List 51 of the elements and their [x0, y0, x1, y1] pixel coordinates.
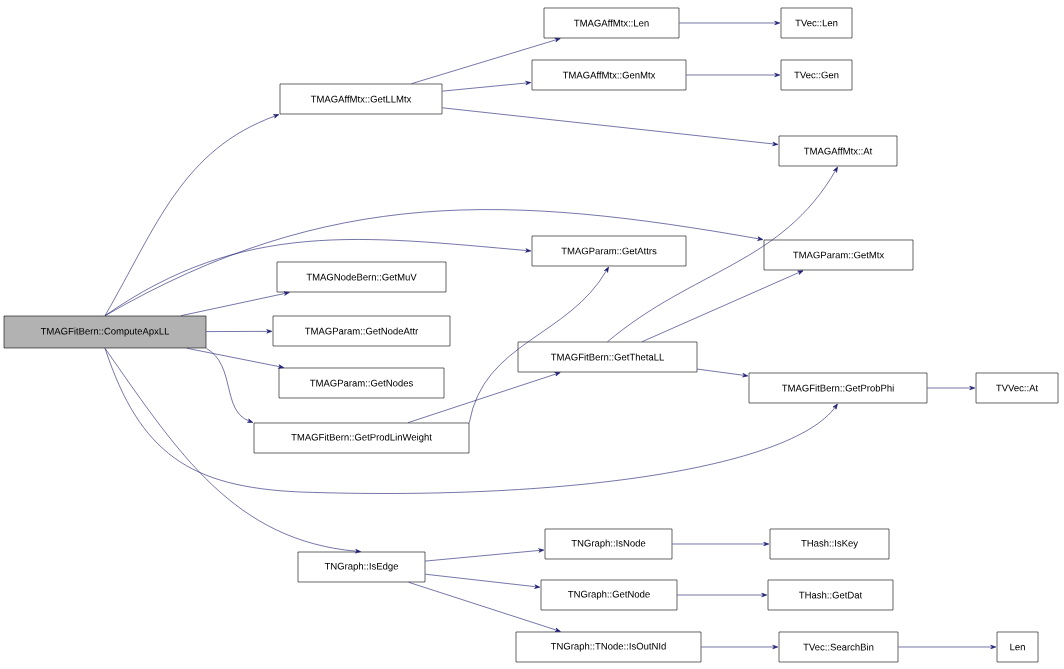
arrow [607, 166, 838, 342]
function-box: TMAGAffMtx::GenMtx [531, 59, 687, 91]
function-box: TVec::SearchBin [778, 631, 899, 663]
function-box: TNGraph::IsEdge [297, 551, 426, 583]
arrow [469, 266, 609, 423]
function-box: TMAGParam::GetNodes [278, 367, 445, 399]
function-box: TMAGParam::GetAttrs [531, 235, 687, 267]
function-box: THash::GetDat [767, 579, 894, 611]
arrow [442, 107, 779, 146]
arrow [686, 72, 781, 78]
arrow [104, 114, 280, 316]
arrow [206, 329, 273, 334]
arrow [672, 541, 770, 547]
function-box: TMAGAffMtx::GetLLMtx [279, 83, 443, 115]
function-box: TVVec::At [975, 372, 1059, 404]
arrow [677, 592, 768, 598]
arrow [679, 20, 781, 26]
arrow [641, 270, 804, 342]
function-box: TMAGFitBern::GetProbPhi [748, 372, 928, 404]
function-box: TMAGNodeBern::GetMuV [276, 261, 447, 293]
function-box: THash::IsKey [769, 528, 890, 560]
arrow [425, 548, 545, 562]
arrow [104, 348, 361, 554]
function-box: Len [996, 631, 1039, 663]
arrow [407, 372, 561, 423]
arrow [425, 573, 541, 589]
function-box: TMAGFitBern::ComputeApxLL [3, 315, 207, 349]
arrow [697, 368, 749, 378]
function-box: TMAGFitBern::GetProdLinWeight [253, 422, 470, 454]
arrow [104, 239, 532, 316]
arrow [701, 644, 779, 650]
arrow [442, 80, 532, 92]
arrow [411, 38, 561, 84]
arrow [898, 644, 997, 650]
function-box: TMAGAffMtx::Len [543, 7, 680, 39]
arrow [180, 291, 290, 316]
arrow [186, 348, 284, 369]
function-box: TNGraph::IsNode [544, 528, 673, 560]
function-box: TVec::Len [780, 7, 853, 39]
arrow [104, 209, 764, 316]
function-box: TMAGParam::GetNodeAttr [272, 315, 451, 347]
function-box: TMAGAffMtx::At [778, 135, 898, 167]
function-box: TNGraph::TNode::IsOutNId [515, 631, 702, 663]
function-box: TNGraph::GetNode [540, 579, 678, 611]
arrow [927, 385, 976, 391]
function-box: TVec::Gen [780, 59, 853, 91]
function-box: TMAGParam::GetMtx [763, 239, 914, 271]
arrow [206, 348, 254, 423]
arrow [104, 348, 838, 494]
arrow [408, 582, 561, 632]
function-box: TMAGFitBern::GetThetaLL [517, 341, 698, 373]
